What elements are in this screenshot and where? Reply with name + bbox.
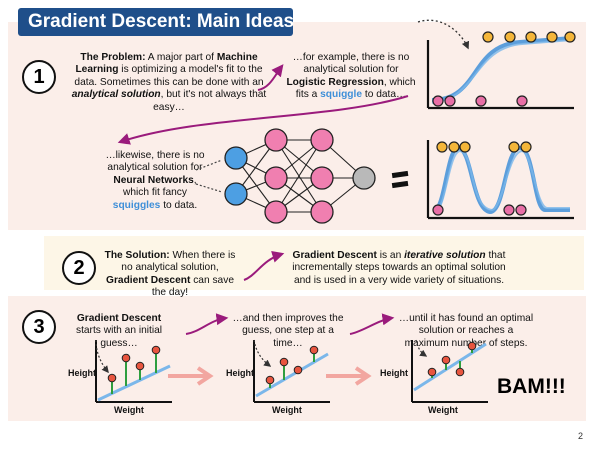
logistic-regression-term: Logistic Regression — [286, 76, 384, 88]
dotted-arrow-top — [417, 19, 470, 50]
squiggles-term: squiggles — [112, 199, 161, 211]
section-2-number: 2 — [62, 251, 96, 285]
solution-heading: The Solution: — [104, 250, 170, 261]
step2-text: …and then improves the guess, one step a… — [232, 313, 344, 349]
solution-text-part: can save the day! — [151, 274, 234, 299]
squiggle-term: squiggle — [320, 89, 363, 101]
bam-text: BAM!!! — [497, 375, 566, 398]
section-2-panel — [44, 236, 584, 290]
plot1-ylabel: Height — [68, 368, 96, 378]
example-text-part: , which fits a — [295, 76, 416, 101]
gradient-descent-text: Gradient Descent is an iterative solutio… — [288, 250, 510, 287]
page-number: 2 — [578, 431, 584, 441]
solution-text-part: When there is no analytical solution, — [121, 250, 236, 274]
problem-text-part: is optimizing a model's fit to the data.… — [74, 64, 264, 88]
example-text-part: to data… — [362, 89, 407, 101]
arrow-step1-to-step2 — [185, 313, 229, 335]
gd-text-part: is an — [376, 250, 405, 261]
problem-text-part: A major part of — [145, 52, 217, 63]
salmon-arrow-2 — [326, 366, 372, 386]
problem-ml-term: Machine Learning — [75, 52, 258, 76]
section-3-panel — [8, 296, 586, 421]
solution-gd-term: Gradient Descent — [106, 274, 191, 286]
step1-gd-term: Gradient Descent — [76, 313, 162, 324]
gd-plot-3 — [411, 339, 488, 403]
section-3-number: 3 — [22, 310, 56, 344]
title-bar — [18, 8, 293, 36]
step3-text: …until it has found an optimal solution … — [398, 313, 534, 349]
arrow-solution-to-gd — [243, 251, 285, 281]
plot1-xlabel: Weight — [114, 405, 144, 415]
gd-plot-2 — [253, 339, 330, 403]
plot3-xlabel: Weight — [428, 405, 458, 415]
nn-text-part: to data. — [160, 199, 198, 211]
gd-plot-1 — [95, 339, 172, 403]
nn-text-part: , which fit fancy — [123, 174, 197, 199]
step1-text-part: starts with an initial guess… — [75, 325, 163, 349]
example-text: …for example, there is no analytical sol… — [286, 52, 416, 102]
gd-term: Gradient Descent — [292, 250, 377, 261]
neural-network-text: …likewise, there is no analytical soluti… — [100, 150, 210, 212]
neural-networks-term: Neural Networks — [113, 174, 194, 186]
gd-text-part: that incrementally steps towards an opti… — [292, 250, 506, 286]
problem-analytical-term: analytical solution — [71, 89, 161, 101]
section-1-number: 1 — [22, 60, 56, 94]
step1-text: Gradient Descent starts with an initial … — [64, 313, 174, 350]
solution-text: The Solution: When there is no analytica… — [100, 250, 240, 300]
iterative-solution-term: iterative solution — [404, 250, 486, 261]
logistic-plot — [426, 31, 576, 110]
nn-text-part: …likewise, there is no analytical soluti… — [105, 150, 205, 174]
plot2-ylabel: Height — [226, 368, 254, 378]
problem-text: The Problem: A major part of Machine Lea… — [64, 52, 274, 114]
salmon-arrow-1 — [168, 366, 214, 386]
plot3-ylabel: Height — [380, 368, 408, 378]
neural-network — [195, 128, 376, 224]
problem-heading: The Problem: — [80, 52, 146, 63]
arrow-step2-to-step3 — [349, 313, 395, 335]
example-text-part: …for example, there is no analytical sol… — [292, 52, 410, 76]
page-title: Gradient Descent: Main Ideas — [28, 11, 295, 32]
arrow-example-to-nn — [117, 95, 409, 145]
equals-sign — [391, 170, 409, 189]
problem-text-part: , but it's not always that easy… — [153, 89, 267, 113]
squiggle-plot — [426, 140, 574, 220]
arrow-problem-to-example — [257, 64, 284, 91]
plot2-xlabel: Weight — [272, 405, 302, 415]
